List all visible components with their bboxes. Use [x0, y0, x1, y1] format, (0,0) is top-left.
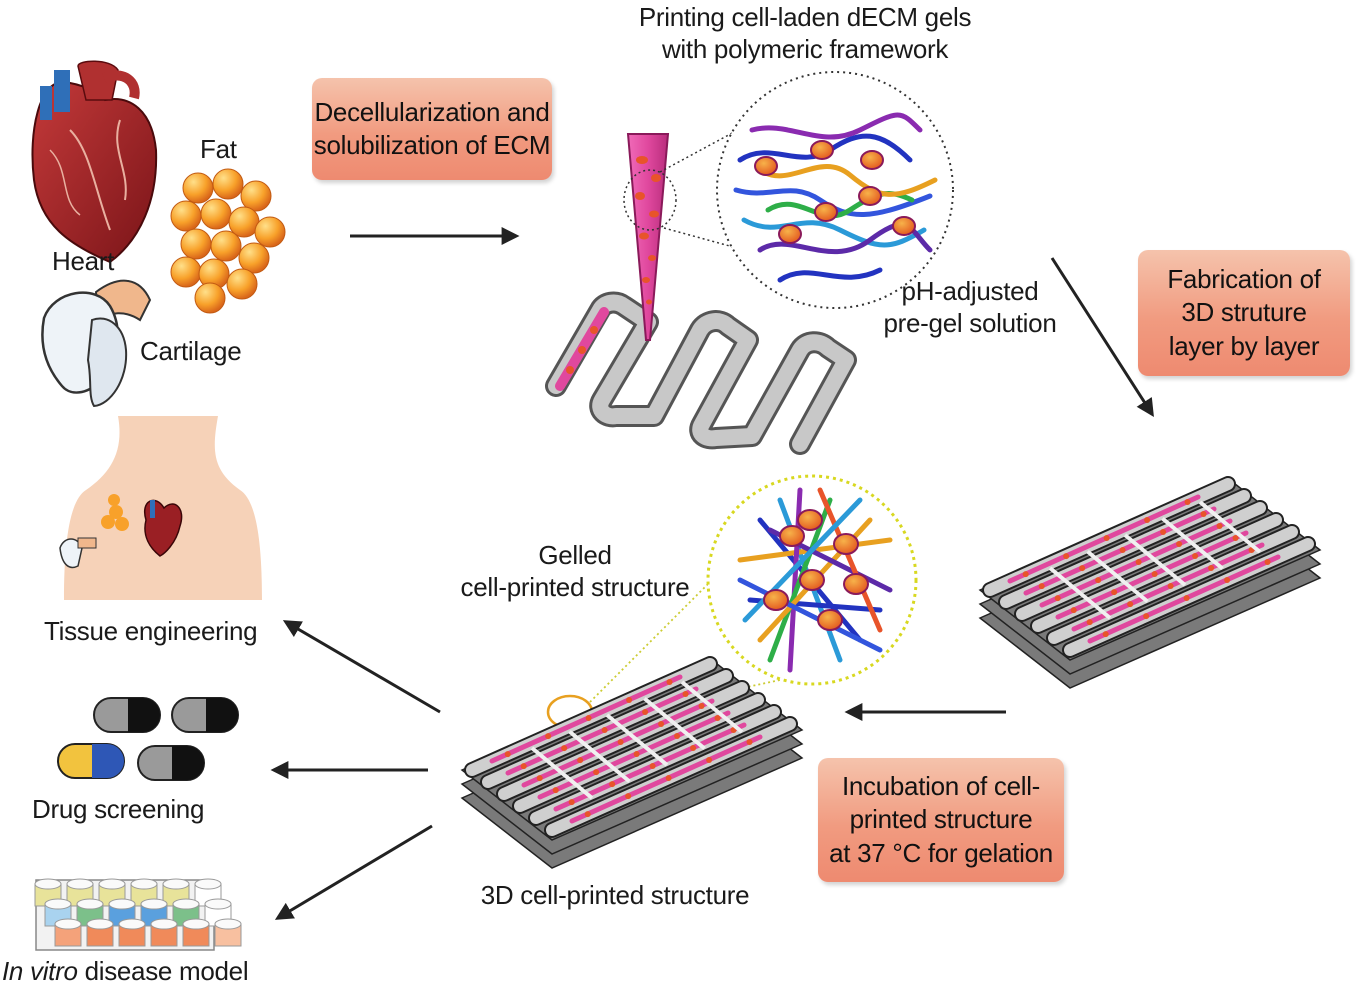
well-plate-icon [34, 878, 242, 951]
drug-screening-label: Drug screening [32, 794, 205, 824]
pill-capsule [57, 743, 125, 779]
tissue-engineering-label: Tissue engineering [44, 616, 258, 646]
ph-adjusted-label: pH-adjusted pre-gel solution [883, 276, 1057, 338]
pill-capsule [93, 697, 161, 733]
gelled-structure-label: Gelled cell-printed structure [460, 540, 690, 602]
pregel-zoom-circle [623, 71, 954, 309]
arrow-to-tissue-engineering [282, 620, 441, 714]
printing-title: Printing cell-laden dECM gels with polym… [638, 2, 972, 64]
nozzle-icon [626, 133, 670, 341]
heart-label: Heart [52, 246, 115, 276]
fat-label: Fat [200, 134, 237, 164]
cartilage-icon [41, 279, 152, 408]
pill-capsule [171, 697, 239, 733]
decellularization-step-box: Decellularization and solubilization of … [312, 78, 552, 180]
structure-label: 3D cell-printed structure [480, 880, 750, 910]
layered-structure-right [978, 476, 1322, 689]
body-figure [59, 416, 262, 600]
incubation-step-box: Incubation of cell- printed structure at… [818, 758, 1064, 882]
cartilage-label: Cartilage [140, 336, 242, 366]
printed-serpentine [545, 291, 857, 455]
disease-model-label: In vitro disease model [2, 956, 249, 988]
layered-structure-center [460, 656, 804, 869]
disease-model-text: disease model [77, 956, 249, 986]
arrow-to-fabrication [1050, 257, 1154, 418]
arrow-to-disease-model [274, 824, 433, 920]
pill-capsules-icon [57, 697, 239, 781]
pill-capsule [137, 745, 205, 781]
fabrication-step-box: Fabrication of 3D struture layer by laye… [1138, 250, 1350, 376]
disease-model-italic: In vitro [2, 956, 78, 986]
fat-icon [170, 168, 286, 314]
heart-icon [31, 60, 158, 264]
